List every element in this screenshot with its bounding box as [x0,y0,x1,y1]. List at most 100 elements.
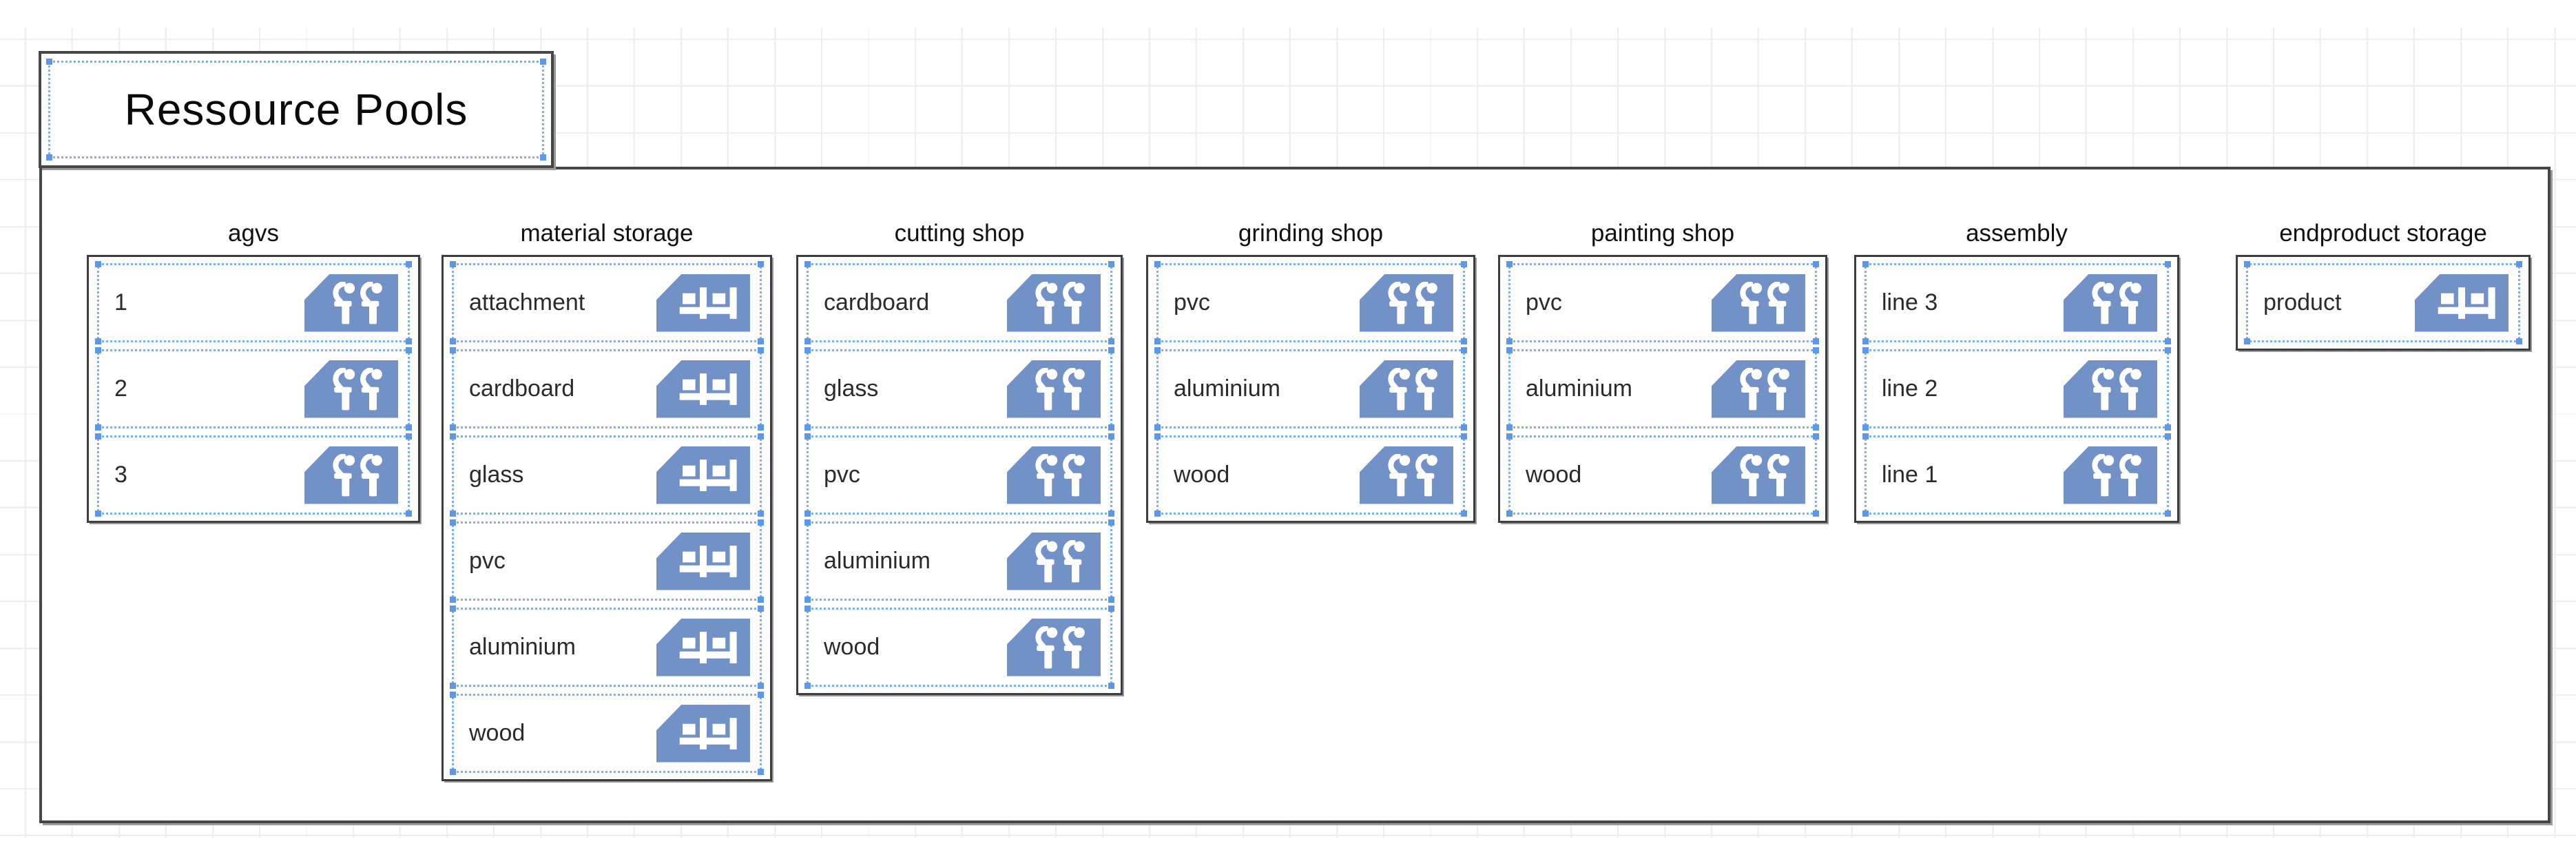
selection-handle[interactable] [758,769,764,775]
resource-item-row[interactable]: cardboard [450,347,764,431]
selection-handle[interactable] [46,59,52,65]
selection-handle[interactable] [758,347,764,353]
selection-handle[interactable] [450,347,456,353]
resource-item-row[interactable]: 1 [95,261,412,344]
selection-handle[interactable] [406,424,412,431]
resource-item-row[interactable]: wood [1506,433,1819,517]
selection-handle[interactable] [450,769,456,775]
selection-handle[interactable] [758,683,764,689]
resource-item-row[interactable]: wood [1154,433,1467,517]
resource-item-row[interactable]: product [2244,261,2522,344]
selection-handle[interactable] [95,347,101,353]
resource-item-row[interactable]: wood [804,606,1114,689]
resource-item-row[interactable]: aluminium [804,519,1114,603]
selection-handle[interactable] [1461,347,1467,353]
selection-handle[interactable] [1108,261,1114,267]
selection-handle[interactable] [804,597,811,603]
selection-handle[interactable] [1154,510,1161,517]
selection-handle[interactable] [95,261,101,267]
resource-item-row[interactable]: glass [804,347,1114,431]
selection-handle[interactable] [450,597,456,603]
selection-handle[interactable] [1461,424,1467,431]
selection-handle[interactable] [450,261,456,267]
selection-handle[interactable] [450,338,456,344]
resource-item-row[interactable]: aluminium [1506,347,1819,431]
resource-item-row[interactable]: line 1 [1862,433,2171,517]
resource-item-row[interactable]: pvc [804,433,1114,517]
selection-handle[interactable] [758,510,764,517]
selection-handle[interactable] [1461,510,1467,517]
selection-handle[interactable] [1461,338,1467,344]
selection-handle[interactable] [2165,338,2171,344]
selection-handle[interactable] [1506,424,1513,431]
selection-handle[interactable] [1108,338,1114,344]
selection-handle[interactable] [758,597,764,603]
selection-handle[interactable] [2165,424,2171,431]
selection-handle[interactable] [1461,261,1467,267]
selection-handle[interactable] [804,338,811,344]
selection-handle[interactable] [2516,338,2522,344]
selection-handle[interactable] [540,59,546,65]
resource-item-row[interactable]: line 2 [1862,347,2171,431]
selection-handle[interactable] [1813,433,1819,440]
pool-title-selection[interactable]: Ressource Pools [46,59,546,161]
selection-handle[interactable] [95,338,101,344]
resource-item-row[interactable]: wood [450,692,764,775]
selection-handle[interactable] [406,347,412,353]
selection-handle[interactable] [804,510,811,517]
selection-handle[interactable] [1813,510,1819,517]
resource-item-row[interactable]: attachment [450,261,764,344]
selection-handle[interactable] [1108,683,1114,689]
selection-handle[interactable] [1813,338,1819,344]
resource-item-row[interactable]: aluminium [450,606,764,689]
resource-item-row[interactable]: line 3 [1862,261,2171,344]
resource-item-row[interactable]: pvc [1154,261,1467,344]
selection-handle[interactable] [450,683,456,689]
selection-handle[interactable] [1461,433,1467,440]
selection-handle[interactable] [804,683,811,689]
selection-handle[interactable] [1506,510,1513,517]
selection-handle[interactable] [1154,433,1161,440]
selection-handle[interactable] [1813,424,1819,431]
selection-handle[interactable] [1862,261,1869,267]
selection-handle[interactable] [1862,347,1869,353]
selection-handle[interactable] [1108,597,1114,603]
group-box-endproduct-storage[interactable]: product [2236,255,2531,351]
selection-handle[interactable] [1506,338,1513,344]
selection-handle[interactable] [804,606,811,612]
selection-handle[interactable] [540,154,546,161]
selection-handle[interactable] [1154,261,1161,267]
selection-handle[interactable] [1108,510,1114,517]
resource-item-row[interactable]: aluminium [1154,347,1467,431]
resource-item-row[interactable]: cardboard [804,261,1114,344]
selection-handle[interactable] [2244,338,2250,344]
selection-handle[interactable] [1862,338,1869,344]
selection-handle[interactable] [1862,424,1869,431]
selection-handle[interactable] [95,433,101,440]
selection-handle[interactable] [2165,433,2171,440]
selection-handle[interactable] [2516,261,2522,267]
selection-handle[interactable] [758,519,764,526]
selection-handle[interactable] [758,338,764,344]
selection-handle[interactable] [758,433,764,440]
selection-handle[interactable] [95,424,101,431]
resource-item-row[interactable]: pvc [1506,261,1819,344]
selection-handle[interactable] [1108,433,1114,440]
selection-handle[interactable] [1813,261,1819,267]
selection-handle[interactable] [1506,261,1513,267]
selection-handle[interactable] [758,692,764,698]
selection-handle[interactable] [1862,510,1869,517]
selection-handle[interactable] [1154,338,1161,344]
pool-title-box[interactable]: Ressource Pools [39,51,554,168]
selection-handle[interactable] [758,261,764,267]
selection-handle[interactable] [1108,347,1114,353]
selection-handle[interactable] [1108,519,1114,526]
selection-handle[interactable] [406,338,412,344]
selection-handle[interactable] [1154,347,1161,353]
selection-handle[interactable] [406,261,412,267]
selection-handle[interactable] [2165,510,2171,517]
